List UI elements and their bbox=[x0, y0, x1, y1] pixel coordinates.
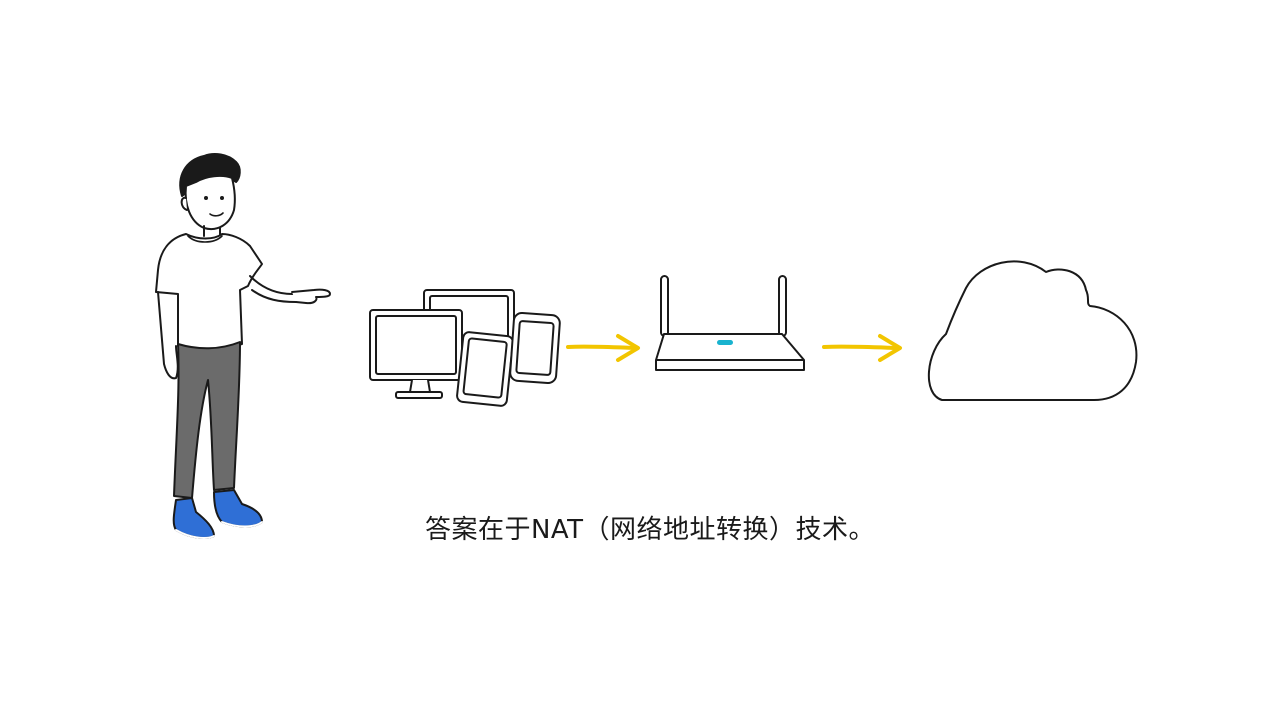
devices-group bbox=[369, 289, 561, 407]
router-icon bbox=[655, 275, 805, 371]
desktop-monitor-icon bbox=[369, 309, 463, 399]
person-pointing bbox=[155, 153, 331, 539]
person-shoe-right bbox=[213, 489, 263, 528]
person-face bbox=[184, 174, 236, 230]
router-status-led bbox=[717, 340, 733, 345]
arrow-router-to-cloud bbox=[822, 334, 902, 362]
router-antenna-left bbox=[660, 275, 669, 337]
cloud-icon bbox=[928, 260, 1138, 401]
tablet-icon bbox=[456, 331, 514, 407]
arrow-devices-to-router bbox=[566, 334, 640, 362]
slide-caption: 答案在于NAT（网络地址转换）技术。 bbox=[424, 515, 876, 545]
person-pants bbox=[173, 341, 241, 499]
router-antenna-right bbox=[778, 275, 787, 337]
smartphone-icon bbox=[509, 312, 561, 384]
person-shirt bbox=[155, 233, 263, 350]
router-body bbox=[655, 333, 805, 371]
